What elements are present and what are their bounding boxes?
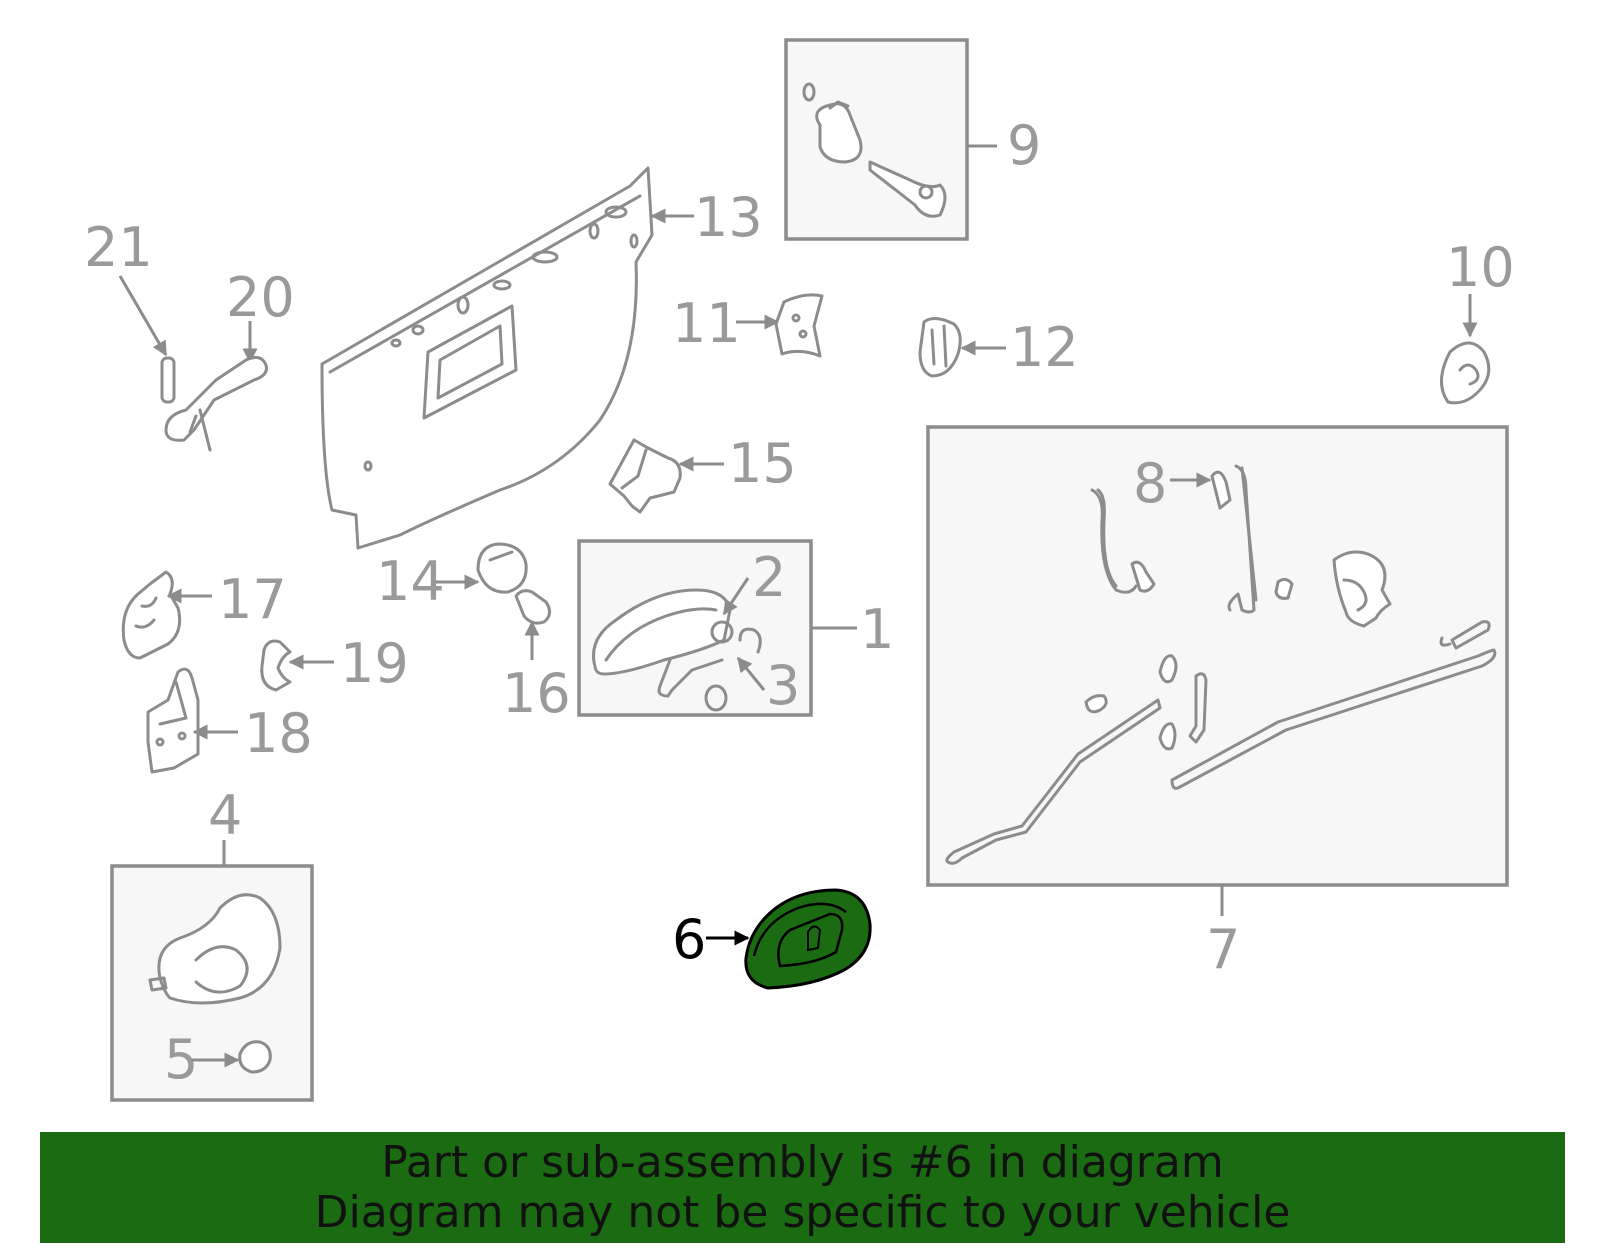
part-9-assembly-box: 9 [784,38,1041,241]
part-2-handle-rod: 2 [722,546,786,616]
callout-14: 14 [376,550,445,613]
callout-13: 13 [694,186,763,249]
callout-15: 15 [728,432,797,495]
callout-2: 2 [752,546,786,609]
callout-7: 7 [1206,918,1240,981]
part-1-outside-handle-box: 1 [577,539,894,717]
part-3-clip: 3 [736,654,800,717]
part-11-striker: 11 [672,292,824,358]
part-8-clip [1210,470,1232,510]
callout-9: 9 [1007,114,1041,177]
callout-6: 6 [672,908,706,971]
callout-12: 12 [1010,316,1079,379]
callout-18: 18 [244,702,313,765]
callout-3: 3 [766,654,800,717]
part-6-highlighted-component[interactable]: 6 [672,888,872,990]
callout-19: 19 [340,632,409,695]
part-5-clip [238,1040,272,1074]
banner-line-2: Diagram may not be specific to your vehi… [314,1186,1291,1238]
callout-16: 16 [502,662,571,725]
part-21-pin: 21 [84,216,176,404]
part-17-hinge: 17 [121,568,287,660]
part-12-bracket: 12 [918,316,1079,379]
callout-17: 17 [218,568,287,631]
banner-line-1: Part or sub-assembly is #6 in diagram [381,1136,1224,1188]
part-19-clip: 19 [260,632,409,695]
part-10-clip: 10 [1440,236,1515,405]
part-18-hinge: 18 [146,667,313,774]
part-20-door-check: 20 [164,266,295,452]
part-14-bushing: 14 [376,542,528,613]
callout-1: 1 [860,598,894,661]
part-7-lock-rods-box: 8 7 [926,425,1509,981]
callout-4: 4 [208,784,242,847]
part-13-door-panel: 13 [320,166,763,550]
callout-10: 10 [1446,236,1515,299]
callout-20: 20 [226,266,295,329]
part-15-bracket: 15 [608,432,797,514]
callout-8: 8 [1133,452,1167,515]
part-16-grommet: 16 [502,589,571,725]
part-4-lock-assembly-box: 4 5 [110,784,314,1102]
info-banner: Part or sub-assembly is #6 in diagram Di… [40,1132,1565,1243]
callout-21: 21 [84,216,153,279]
callout-11: 11 [672,292,741,355]
